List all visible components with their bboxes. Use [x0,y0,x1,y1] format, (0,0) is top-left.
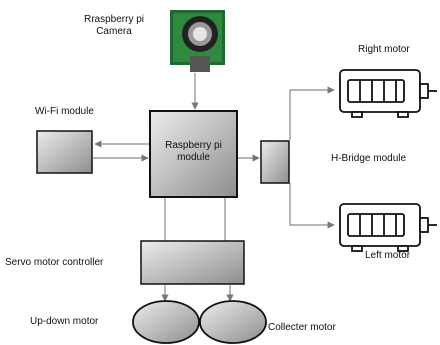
updown-motor-shape [132,300,200,344]
rpi-module-label: Raspberry pi module [150,140,237,164]
left-motor-label: Left motor [365,250,411,261]
connections [93,73,335,302]
left-motor-icon [339,203,437,252]
hbridge-to-right-motor-arrow [289,86,335,140]
rpi-label-line2: module [177,152,210,163]
camera-label-line1: Rraspberry pi [83,14,145,25]
servo-controller-label: Servo motor controller [5,257,104,268]
collecter-motor-label: Collecter motor [268,322,336,333]
camera-image [170,10,225,72]
right-motor-label: Right motor [358,44,410,55]
camera-label-line2: Camera [96,26,132,37]
wifi-module-label: Wi-Fi module [35,106,94,117]
rpi-module-block [149,110,238,198]
rpi-label-line1: Raspberry pi [165,140,222,151]
wifi-module-block [36,130,93,174]
hbridge-module-label: H-Bridge module [331,153,407,164]
hbridge-module-block [260,140,290,184]
right-motor-icon [339,69,437,118]
camera-label: Rraspberry pi Camera [72,14,156,38]
collecter-motor-shape [199,300,267,344]
servo-controller-block [140,240,245,285]
updown-motor-label: Up-down motor [30,316,99,327]
hbridge-to-left-motor-arrow [289,183,335,229]
